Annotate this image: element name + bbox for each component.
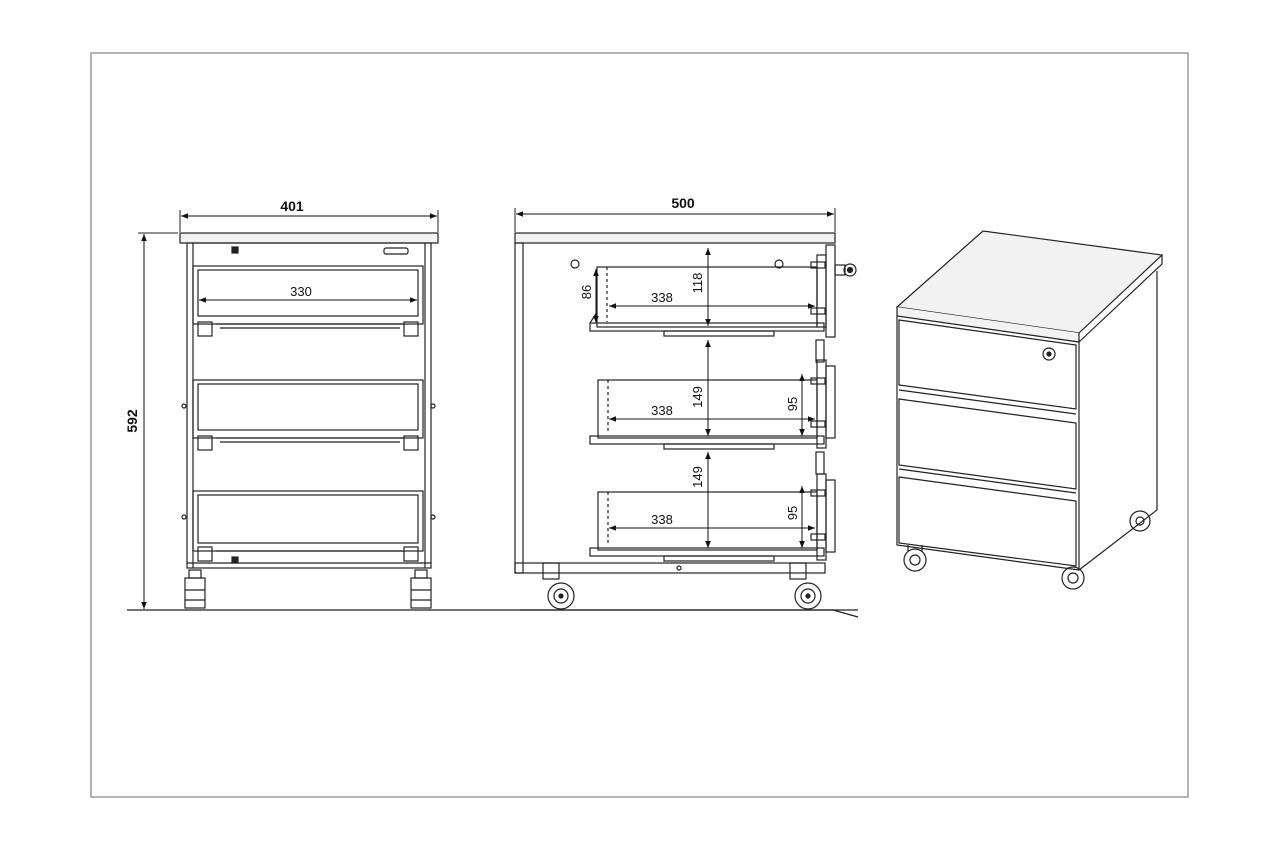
iso-side [1078, 271, 1158, 572]
side-depth-dimension: 500 [514, 195, 836, 232]
side-drawer-2 [589, 339, 836, 450]
side-drawer-inner-height-3-label: 95 [785, 506, 800, 520]
side-drawer-inner-height-1-label: 86 [579, 285, 594, 299]
lock-slot [383, 247, 409, 255]
caster-icon [410, 569, 432, 609]
perspective-view [895, 230, 1164, 590]
iso-drawer-2 [898, 398, 1077, 490]
caster-icon [1129, 510, 1151, 532]
side-drawer-depth-dimensions: 338 338 338 [609, 290, 815, 531]
side-worktop [514, 232, 836, 244]
side-drawer-height-dimensions: 118 86 149 95 149 95 [579, 248, 805, 548]
side-drawer-depth-2-label: 338 [651, 403, 673, 418]
front-width-label: 401 [280, 198, 304, 214]
lock-icon [1042, 347, 1056, 361]
side-view [514, 232, 857, 610]
iso-drawer-3 [898, 476, 1077, 567]
drawing-frame [90, 52, 1189, 798]
front-width-dimension: 401 [179, 198, 439, 232]
lock-icon [834, 263, 857, 277]
front-drawer-width-dimension: 330 [199, 284, 417, 303]
front-drawer-2 [192, 379, 424, 451]
side-drawer-height-2-label: 149 [690, 386, 705, 408]
side-drawer-height-3-label: 149 [690, 466, 705, 488]
caster-icon [1061, 566, 1085, 590]
side-drawer-depth-3-label: 338 [651, 512, 673, 527]
caster-icon [789, 562, 822, 610]
front-drawer-width-label: 330 [290, 284, 312, 299]
caster-icon [184, 569, 206, 609]
caster-icon [542, 562, 575, 610]
front-view [179, 232, 439, 609]
front-drawer-3 [192, 490, 424, 564]
side-depth-label: 500 [671, 195, 695, 211]
height-dimension: 592 [124, 232, 178, 609]
side-drawer-height-1-label: 118 [690, 273, 705, 294]
floor-ramp [520, 609, 859, 618]
caster-icon [903, 545, 927, 572]
side-drawer-inner-height-2-label: 95 [785, 397, 800, 411]
front-worktop [179, 232, 439, 244]
height-label: 592 [124, 409, 140, 433]
front-drawer-1 [192, 265, 424, 337]
side-drawer-depth-1-label: 338 [651, 290, 673, 305]
iso-drawer-1 [898, 319, 1077, 410]
